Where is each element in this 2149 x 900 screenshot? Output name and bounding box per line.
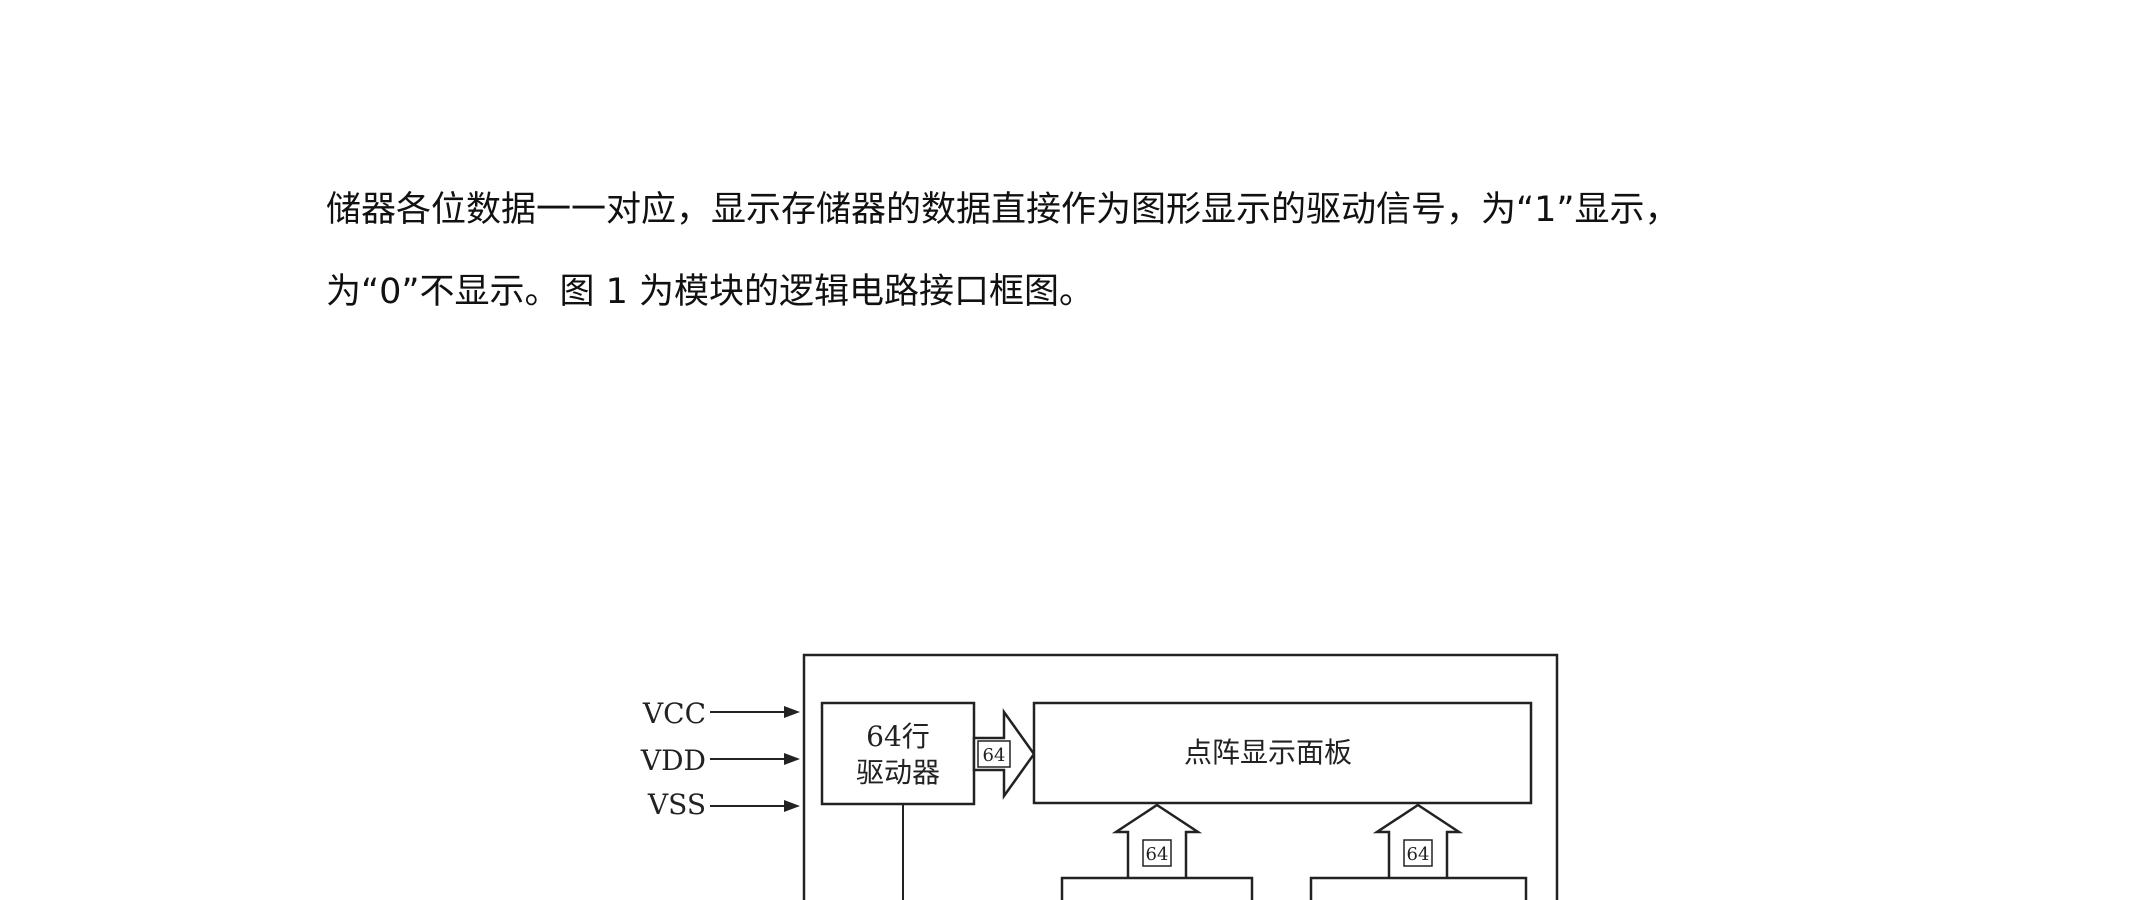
column-driver-box-right (1309, 876, 1528, 900)
vss-input: VSS (647, 788, 800, 821)
row-driver-label-line1: 64行 (866, 720, 930, 753)
column-bus-left-width-label: 64 (1146, 844, 1169, 865)
row-bus-width-label: 64 (983, 745, 1006, 766)
column-bus-arrow-right: 64 (1372, 803, 1464, 882)
paragraph-line-2: 为“0”不显示。图 1 为模块的逻辑电路接口框图。 (326, 272, 1095, 312)
vcc-input: VCC (642, 697, 800, 730)
column-bus-right-width-label: 64 (1407, 844, 1430, 865)
row-driver-block: 64行 驱动器 (820, 701, 976, 806)
column-bus-left-width-box (1142, 839, 1172, 867)
paragraph-line-1: 储器各位数据一一对应，显示存储器的数据直接作为图形显示的驱动信号，为“1”显示， (326, 190, 1680, 230)
vss-label: VSS (647, 788, 706, 821)
display-panel: 点阵显示面板 (1032, 701, 1533, 805)
row-bus-width-box (977, 740, 1011, 768)
vdd-arrowhead (784, 753, 800, 765)
display-panel-box (1032, 701, 1533, 805)
column-bus-right-width-box (1403, 839, 1433, 867)
vcc-arrowhead (784, 706, 800, 718)
row-driver-label-line2: 驱动器 (856, 756, 940, 789)
vss-arrowhead (784, 800, 800, 812)
vdd-input: VDD (640, 744, 800, 777)
column-driver-box-left (1060, 876, 1254, 900)
column-bus-arrow-left: 64 (1111, 803, 1203, 882)
module-outline (802, 653, 1559, 900)
display-panel-label: 点阵显示面板 (1184, 736, 1352, 769)
vcc-label: VCC (642, 697, 706, 730)
row-bus-arrow: 64 (972, 708, 1036, 800)
vdd-label: VDD (640, 744, 706, 777)
